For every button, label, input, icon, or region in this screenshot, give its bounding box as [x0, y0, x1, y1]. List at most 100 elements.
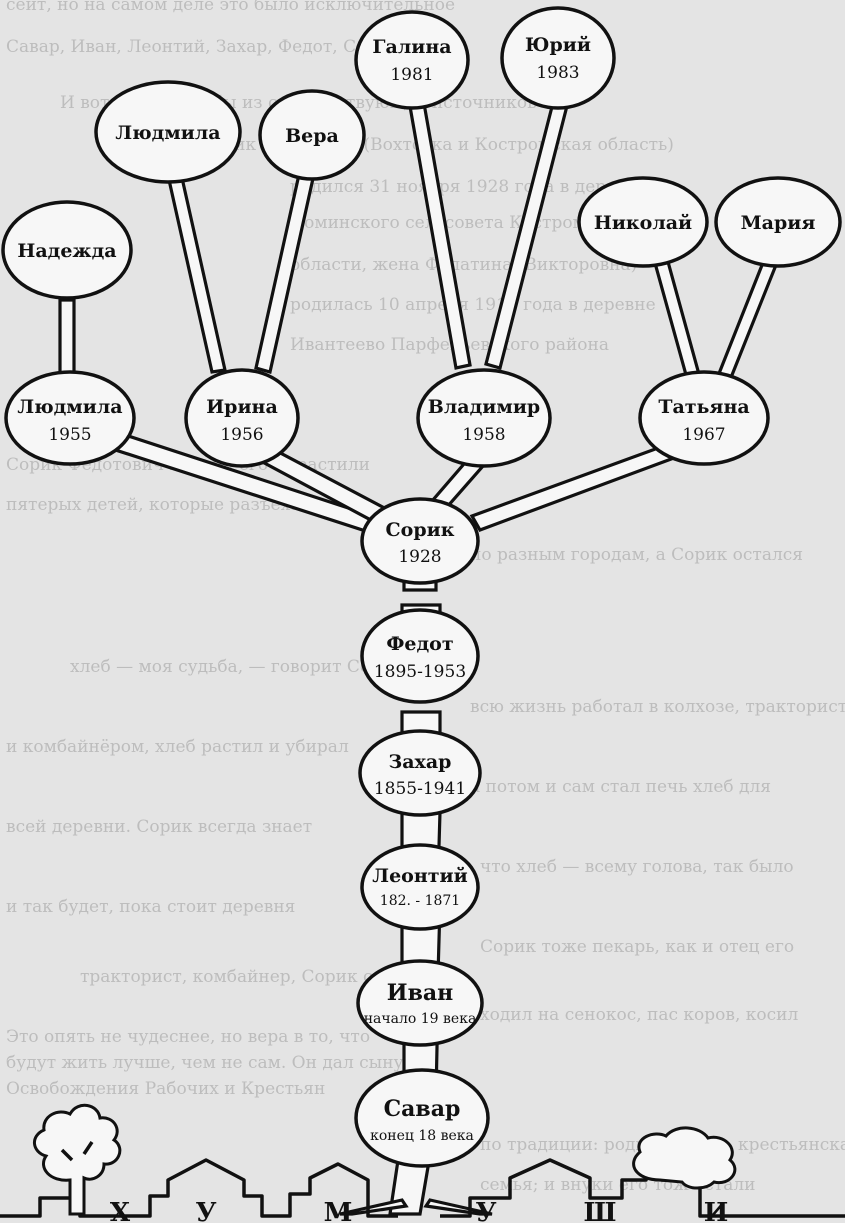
- node-year: 1983: [536, 63, 579, 83]
- node-name: Юрий: [525, 34, 591, 56]
- node-nadezhda: Надежда: [1, 200, 133, 300]
- node-year: 1958: [462, 425, 505, 445]
- node-ellipse: [258, 89, 366, 181]
- background-book-text: сейт, но на самом деле это было исключит…: [6, 0, 845, 1195]
- bg-line: тракторист, комбайнер, Сорик смолоду: [80, 967, 437, 987]
- node-name: Вера: [285, 125, 339, 147]
- left-tree: [33, 1103, 122, 1216]
- node-mariya: Мария: [714, 176, 842, 268]
- bg-line: ходил на сенокос, пас коров, косил: [480, 1005, 798, 1025]
- node-name: Леонтий: [372, 865, 467, 887]
- bg-line: и комбайнёром, хлеб растил и убирал: [6, 737, 349, 757]
- node-year: 1955: [48, 425, 91, 445]
- node-ellipse: [360, 497, 480, 585]
- node-ellipse: [354, 1068, 490, 1168]
- node-vera: Вера: [258, 89, 366, 181]
- bg-line: и так будет, пока стоит деревня: [6, 897, 295, 917]
- bg-line: а потом и сам стал печь хлеб для: [470, 777, 771, 797]
- node-year: 182. - 1871: [380, 893, 460, 909]
- node-ellipse: [94, 80, 242, 184]
- node-name: Людмила: [115, 122, 220, 144]
- node-name: Татьяна: [658, 396, 749, 418]
- bg-line: что хлеб — всему голова, так было: [480, 857, 794, 877]
- node-year: 1855-1941: [374, 779, 466, 799]
- root-fork: [339, 1198, 409, 1216]
- node-tatyana: Татьяна 1967: [638, 370, 770, 466]
- node-leontiy: Леонтий 182. - 1871: [360, 843, 480, 931]
- node-ellipse: [577, 176, 709, 268]
- node-fedot: Федот 1895-1953: [360, 608, 480, 704]
- branch: [58, 298, 76, 380]
- node-ivan: Иван начало 19 века: [356, 959, 484, 1047]
- node-name: Сорик: [386, 519, 455, 541]
- node-savar: Савар конец 18 века: [354, 1068, 490, 1168]
- bg-line: родилась 10 апреля 1914 года в деревне: [290, 295, 656, 315]
- bg-line: сейт, но на самом деле это было исключит…: [6, 0, 455, 15]
- bg-line: хлеб — моя судьба, — говорит Сорик: [70, 657, 403, 677]
- node-irina: Ирина 1956: [184, 368, 300, 468]
- node-ellipse: [184, 368, 300, 468]
- node-year: конец 18 века: [370, 1128, 474, 1144]
- right-tree: [632, 1126, 737, 1190]
- node-lyudmila-grandchild: Людмила: [94, 80, 242, 184]
- node-ellipse: [1, 200, 133, 300]
- node-name: Мария: [741, 212, 816, 234]
- node-name: Иван: [387, 980, 453, 1006]
- node-yuriy: Юрий 1983: [500, 6, 616, 110]
- node-year: 1967: [682, 425, 725, 445]
- node-sorik: Сорик 1928: [360, 497, 480, 585]
- bg-line: области, жена Фелатина (Викторовна): [290, 255, 637, 275]
- bg-line: будут жить лучше, чем не сам. Он дал сын…: [6, 1053, 404, 1073]
- root-letter: И: [704, 1198, 729, 1223]
- bg-line: Это опять не чудеснее, но вера в то, что: [6, 1027, 370, 1047]
- node-name: Надежда: [17, 240, 116, 262]
- bg-line: Фоминского сельсовета Костромской: [290, 213, 628, 233]
- node-vladimir: Владимир 1958: [416, 368, 552, 468]
- tree-branches: [60, 1141, 94, 1162]
- node-name: Ирина: [206, 396, 278, 418]
- node-name: Людмила: [17, 396, 122, 418]
- bg-line: по разным городам, а Сорик остался: [470, 545, 803, 565]
- node-year: начало 19 века: [364, 1011, 477, 1027]
- root-letter: М: [324, 1198, 353, 1223]
- bg-line: пятерых детей, которые разъехались: [6, 495, 341, 515]
- node-zakhar: Захар 1855-1941: [358, 729, 482, 817]
- root-letter: У: [475, 1198, 496, 1223]
- node-name: Николай: [594, 212, 692, 234]
- node-ellipse: [358, 729, 482, 817]
- branch: [163, 158, 227, 374]
- tree-crown: [33, 1103, 122, 1216]
- node-galina: Галина 1981: [354, 10, 470, 110]
- bg-line: родился 31 ноября 1928 года в деревне: [290, 177, 647, 197]
- node-ellipse: [356, 959, 484, 1047]
- bg-line: Сорик тоже пекарь, как и отец его: [480, 937, 794, 957]
- node-ellipse: [416, 368, 552, 468]
- node-year: 1981: [390, 65, 433, 85]
- node-nikolay: Николай: [577, 176, 709, 268]
- bg-line: Ивантеево Парфеньевского района: [290, 335, 609, 355]
- root-letter: Х: [110, 1198, 131, 1223]
- node-ellipse: [4, 370, 136, 466]
- node-ellipse: [500, 6, 616, 110]
- node-ellipse: [714, 176, 842, 268]
- bg-line: Освобождения Рабочих и Крестьян: [6, 1079, 325, 1099]
- node-name: Федот: [386, 633, 453, 655]
- bg-line: всей деревни. Сорик всегда знает: [6, 817, 312, 837]
- node-name: Галина: [372, 36, 451, 58]
- tree-crown: [632, 1126, 737, 1190]
- node-ellipse: [638, 370, 770, 466]
- node-ellipse: [360, 843, 480, 931]
- node-year: 1895-1953: [374, 662, 466, 682]
- node-name: Захар: [389, 751, 452, 773]
- node-year: 1928: [398, 547, 441, 567]
- node-year: 1956: [220, 425, 263, 445]
- root-letter: У: [195, 1198, 216, 1223]
- node-ellipse: [360, 608, 480, 704]
- node-name: Савар: [384, 1096, 461, 1122]
- bg-line: Савар, Иван, Леонтий, Захар, Федот, Сори…: [6, 37, 400, 57]
- bg-line: всю жизнь работал в колхозе, трактористо…: [470, 697, 845, 717]
- node-ellipse: [354, 10, 470, 110]
- root-letter: Ш: [584, 1198, 617, 1223]
